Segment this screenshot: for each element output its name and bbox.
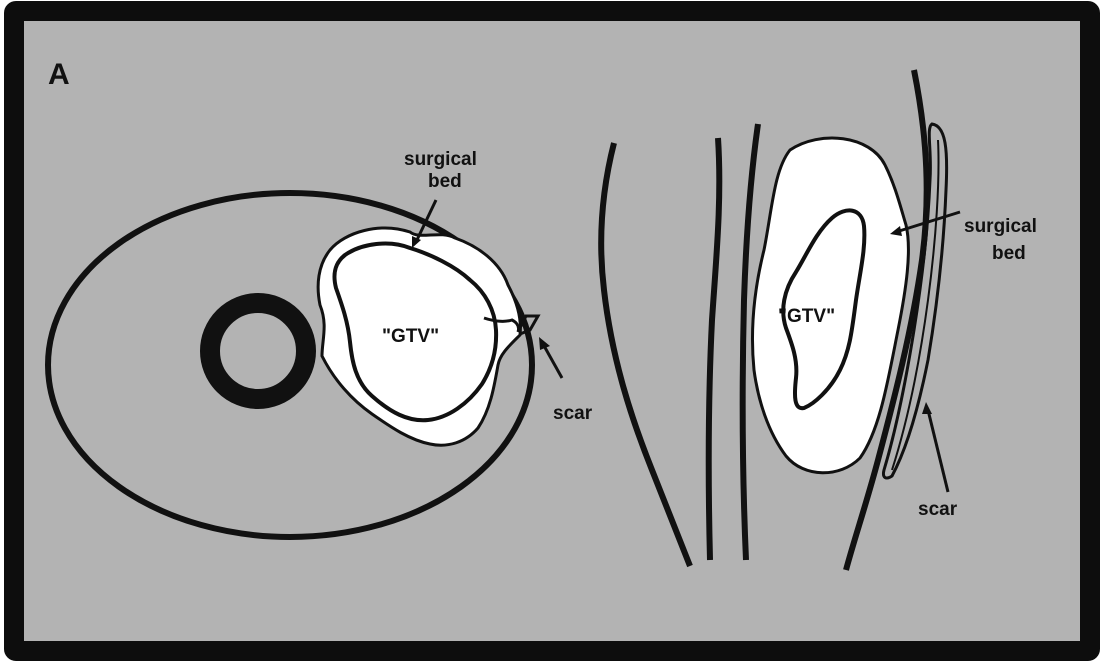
gtv-label-long: "GTV" [778,306,835,327]
surgical-bed-label-long-line2: bed [992,243,1026,264]
scar-label-long: scar [918,499,958,520]
scar-label: scar [553,403,593,424]
panel-label: A [48,58,70,91]
surgical-bed-label-line2: bed [428,171,462,192]
figure-frame [14,11,1090,651]
gtv-label: "GTV" [382,326,439,347]
surgical-bed-label-line1: surgical [404,149,477,170]
surgical-bed-label-long-line1: surgical [964,216,1037,237]
